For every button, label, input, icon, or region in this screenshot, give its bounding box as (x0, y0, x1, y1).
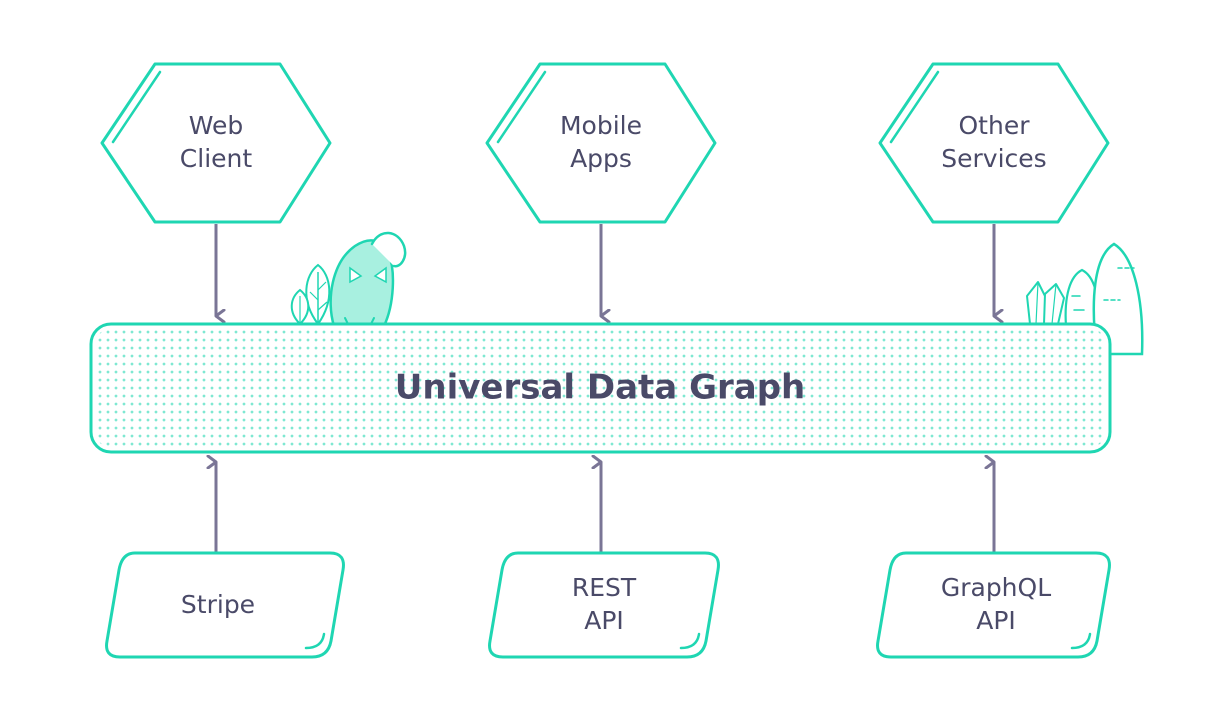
source-label-line2: API (976, 606, 1016, 635)
crystal-icon (1026, 281, 1065, 325)
mascot-icon (329, 231, 407, 328)
graph-title: Universal Data Graph (395, 368, 806, 408)
source-node-rest-api: REST API (488, 551, 720, 659)
client-node-web-client: Web Client (100, 62, 332, 224)
source-label-line1: Stripe (181, 590, 255, 619)
source-node-stripe: Stripe (105, 551, 345, 659)
client-label-line1: Mobile (560, 111, 642, 140)
client-node-mobile-apps: Mobile Apps (485, 62, 717, 224)
source-label-line1: GraphQL (941, 573, 1051, 602)
client-label-line1: Other (959, 111, 1031, 140)
source-label-line1: REST (572, 573, 637, 602)
universal-data-graph: Universal Data Graph (89, 322, 1112, 454)
source-label-line2: API (584, 606, 624, 635)
source-node-graphql-api: GraphQL API (876, 551, 1111, 659)
cactus-icon (1064, 242, 1144, 356)
client-label-line1: Web (189, 111, 244, 140)
client-label-line2: Client (180, 144, 253, 173)
client-label-line2: Apps (570, 144, 632, 173)
leaf-icon (290, 263, 331, 326)
client-node-other-services: Other Services (878, 62, 1110, 224)
client-label-line2: Services (941, 144, 1046, 173)
